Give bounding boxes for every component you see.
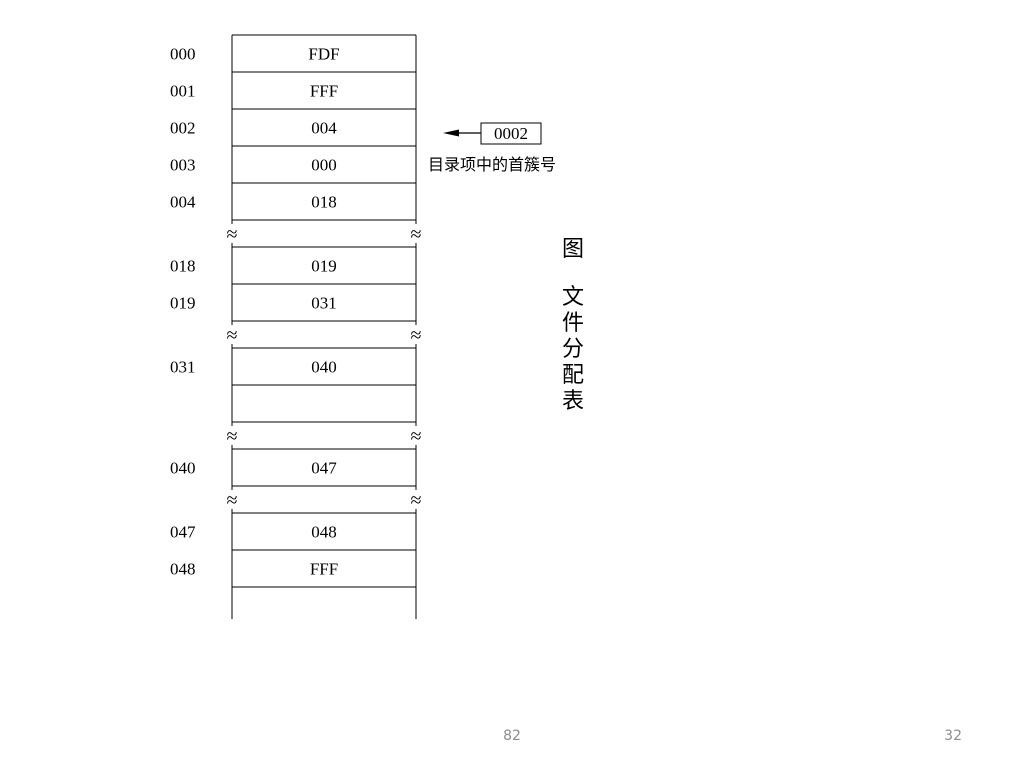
- break-mark-right-icon: ≈: [411, 224, 422, 246]
- fat-address-label: 040: [170, 459, 196, 478]
- fat-cell-value: FFF: [310, 82, 338, 101]
- fat-cell-value: 031: [311, 294, 337, 313]
- break-mark-left-icon: ≈: [227, 490, 238, 512]
- slide-page-number: 32: [944, 728, 962, 744]
- pointer-box: [480, 122, 542, 145]
- fat-address-label: 003: [170, 156, 196, 175]
- pointer-box-value: 0002: [494, 124, 528, 143]
- fat-cell-value: 018: [311, 193, 337, 212]
- fat-cell-value: 004: [311, 119, 337, 138]
- fat-address-label: 004: [170, 193, 196, 212]
- fat-address-label: 031: [170, 358, 196, 377]
- break-mark-left-icon: ≈: [227, 224, 238, 246]
- fat-cell-value: 019: [311, 257, 337, 276]
- footer-left-number: 82: [503, 728, 521, 744]
- fat-cell-value: 047: [311, 459, 337, 478]
- pointer-caption: 目录项中的首簇号: [428, 155, 556, 174]
- fat-cell-value: 048: [311, 523, 337, 542]
- pointer-arrowhead-icon: [443, 129, 459, 137]
- break-mark-left-icon: ≈: [227, 426, 238, 448]
- fat-address-label: 000: [170, 45, 196, 64]
- fat-address-label: 048: [170, 560, 196, 579]
- fat-address-label: 001: [170, 82, 196, 101]
- fat-address-label: 018: [170, 257, 196, 276]
- fat-address-label: 019: [170, 294, 196, 313]
- break-mark-right-icon: ≈: [411, 490, 422, 512]
- break-mark-right-icon: ≈: [411, 325, 422, 347]
- fat-address-label: 047: [170, 523, 196, 542]
- break-mark-right-icon: ≈: [411, 426, 422, 448]
- fat-cell-value: 040: [311, 358, 337, 377]
- fat-cell-value: 000: [311, 156, 337, 175]
- start-cluster-pointer: 0002 目录项中的首簇号: [428, 122, 556, 174]
- fat-cell-value: FFF: [310, 560, 338, 579]
- fat-cell-value: FDF: [308, 45, 339, 64]
- break-mark-left-icon: ≈: [227, 325, 238, 347]
- fat-address-label: 002: [170, 119, 196, 138]
- figure-caption: 图文件分配表: [562, 237, 584, 414]
